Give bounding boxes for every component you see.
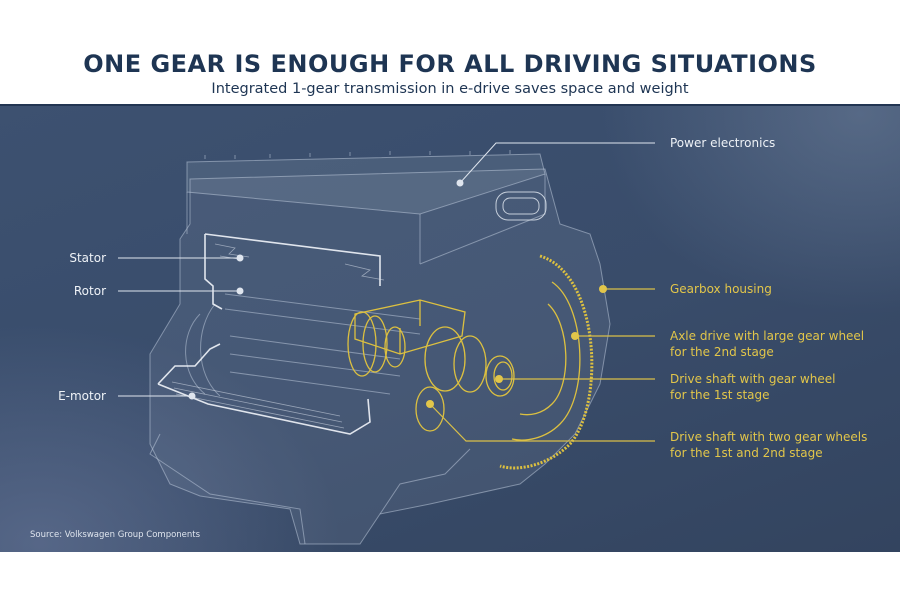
white-callout-dots	[188, 179, 464, 400]
power-electronics-box	[186, 153, 546, 215]
gearbox-block	[354, 299, 466, 355]
stator-rotor-cutaway	[204, 233, 381, 310]
callout-line-drive-shaft-2	[429, 403, 655, 442]
source-note: Source: Volkswagen Group Components	[30, 530, 201, 540]
helical-gear	[424, 326, 466, 392]
hv-connector	[495, 191, 547, 221]
axle-drive-line-1: Axle drive with large gear wheel	[670, 329, 865, 343]
e-drive-illustration	[118, 142, 655, 545]
callout-label-axle-drive: Axle drive with large gear wheel for the…	[670, 328, 864, 360]
large-gear-wheel	[499, 254, 594, 470]
drive-shaft-disc	[485, 355, 515, 397]
page-title: ONE GEAR IS ENOUGH FOR ALL DRIVING SITUA…	[83, 50, 817, 78]
panel-top-border	[0, 104, 900, 106]
dot-drive-shaft-1	[495, 375, 503, 383]
helical-gear-rim	[453, 335, 487, 393]
motor-cylinder	[185, 293, 421, 397]
dot-power-electronics	[456, 179, 464, 187]
large-gear-inner-ring	[511, 281, 581, 441]
callout-label-drive-shaft-1: Drive shaft with gear wheel for the 1st …	[670, 371, 835, 403]
power-electronics-ridges	[204, 150, 511, 159]
diagram-panel: Stator Rotor E-motor Power electronics G…	[0, 104, 900, 552]
drive-shaft-disc-inner	[493, 361, 513, 391]
callout-label-rotor: Rotor	[73, 284, 106, 298]
housing-foot-left	[149, 433, 306, 545]
e-motor-windings	[171, 381, 345, 429]
drive-shaft-2-line-2: for the 1st and 2nd stage	[670, 446, 823, 460]
callout-label-power-electronics: Power electronics	[670, 136, 776, 150]
callout-label-drive-shaft-2: Drive shaft with two gear wheels for the…	[670, 429, 867, 461]
yellow-callout-dots	[426, 285, 607, 408]
yellow-callout-lines	[429, 288, 655, 442]
drive-shaft-2-line-1: Drive shaft with two gear wheels	[670, 430, 868, 444]
small-gear	[415, 386, 445, 432]
dot-axle-drive	[571, 332, 579, 340]
housing-foot-right	[379, 448, 471, 515]
drive-shaft-1-line-1: Drive shaft with gear wheel	[670, 372, 836, 386]
callout-label-e-motor: E-motor	[58, 389, 106, 403]
hv-connector-inner	[502, 197, 540, 215]
drive-shaft-1-line-2: for the 1st stage	[670, 388, 770, 402]
callout-label-stator: Stator	[69, 251, 106, 265]
shaft-gear-3	[384, 326, 406, 368]
large-gear-hub	[519, 303, 567, 416]
white-callout-lines	[118, 142, 655, 397]
callout-line-power-electronics	[459, 142, 655, 184]
dot-stator	[236, 254, 244, 262]
callout-label-gearbox-housing: Gearbox housing	[670, 282, 772, 296]
dot-drive-shaft-2	[426, 400, 434, 408]
shaft-gear-2	[362, 315, 388, 373]
gear-train	[347, 254, 594, 470]
shaft-gear-1	[347, 311, 377, 377]
dot-e-motor	[188, 392, 196, 400]
page-subtitle: Integrated 1-gear transmission in e-driv…	[211, 81, 689, 97]
drive-housing-outline	[149, 150, 611, 545]
axle-drive-line-2: for the 2nd stage	[670, 345, 774, 359]
dot-rotor	[236, 287, 244, 295]
dot-gearbox-housing	[599, 285, 607, 293]
